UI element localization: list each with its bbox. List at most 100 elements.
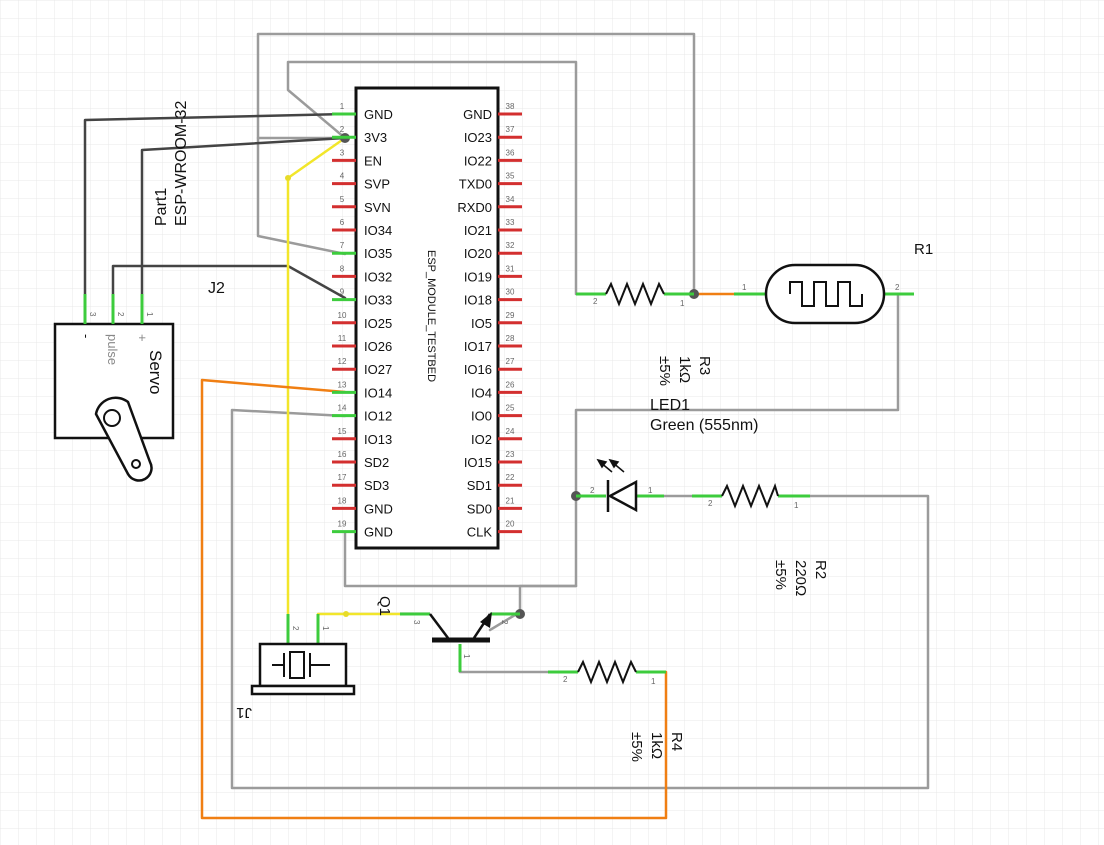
r2-labels: R2 220Ω ±5% [772, 560, 829, 596]
servo-horn-icon [94, 396, 153, 482]
led-light-arrows-icon [596, 458, 625, 473]
pin-label: IO35 [364, 246, 392, 261]
wire-io35[interactable] [256, 136, 347, 256]
pin-number: 38 [506, 102, 515, 111]
r4-resistor[interactable]: 2 1 [548, 659, 666, 686]
r4-zigzag [577, 659, 637, 685]
r2-ref: R2 [812, 560, 829, 579]
r2-pin-2-num: 2 [708, 499, 713, 508]
pin-label: SD1 [467, 478, 492, 493]
wire-led-to-q1[interactable] [488, 584, 578, 632]
wire-servo-plus[interactable] [140, 136, 347, 296]
q1-pin-3-num: 3 [412, 620, 421, 625]
r1-pin-1-num: 1 [742, 283, 747, 292]
esp32-pin-left[interactable]: 3EN [332, 148, 382, 168]
j1-pin-1-num: 1 [321, 626, 330, 631]
led1[interactable]: 2 1 [576, 458, 664, 513]
pin-label: SVP [364, 177, 390, 192]
pin-number: 15 [338, 427, 347, 436]
pin-label: GND [463, 107, 492, 122]
pin-number: 5 [340, 195, 345, 204]
pin-number: 7 [340, 241, 345, 250]
junction-dot [343, 611, 349, 617]
wire-top-outer[interactable] [256, 32, 696, 296]
wire-io14[interactable] [200, 378, 668, 820]
pin-label: GND [364, 525, 393, 540]
pin-label: IO25 [364, 316, 392, 331]
r3-ref: R3 [696, 356, 713, 375]
pin-label: IO21 [464, 223, 492, 238]
servo-pulse-label: pulse [105, 334, 120, 365]
wire-servo-gnd[interactable] [83, 112, 347, 296]
r3-zigzag [605, 281, 665, 307]
r3-resistor[interactable]: 2 1 [576, 281, 694, 308]
pin-label: IO32 [364, 269, 392, 284]
esp32-title: ESP_MODULE_TESTBED [425, 250, 437, 382]
junction-dot [285, 175, 291, 181]
wire-servo-pulse[interactable] [111, 264, 347, 300]
led-pin-1-num: 1 [648, 486, 653, 495]
pin-number: 18 [338, 496, 347, 505]
pin-number: 14 [338, 404, 347, 413]
pin-label: TXD0 [459, 177, 492, 192]
j1-base [250, 684, 356, 696]
pin-label: RXD0 [457, 200, 492, 215]
pin-number: 19 [338, 520, 347, 529]
r3-labels: R3 1kΩ ±5% [656, 356, 713, 386]
pin-label: IO17 [464, 339, 492, 354]
pin-number: 24 [506, 427, 515, 436]
pin-number: 1 [340, 102, 345, 111]
pin-number: 12 [338, 357, 347, 366]
r1-photoresistor[interactable]: 1 2 [734, 263, 914, 325]
wire-r2-loop[interactable] [230, 408, 930, 790]
pin-number: 31 [506, 264, 515, 273]
servo-title: Servo [146, 350, 165, 394]
q1-transistor[interactable]: 3 2 1 [400, 612, 520, 672]
servo[interactable]: 3 2 1 - pulse + Servo [53, 294, 175, 482]
j1-connector[interactable]: 2 1 [250, 614, 356, 696]
servo-pin-2-num: 2 [116, 312, 125, 317]
pin-number: 35 [506, 172, 515, 181]
pin-label: GND [364, 107, 393, 122]
r2-resistor[interactable]: 2 1 [664, 482, 810, 510]
